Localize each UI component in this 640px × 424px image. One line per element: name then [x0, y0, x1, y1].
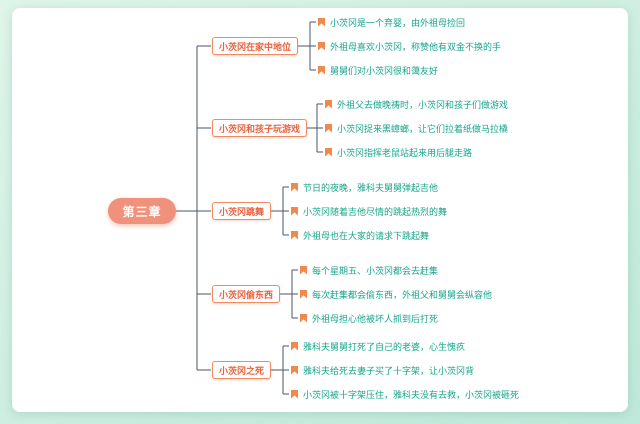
leaf-text: 小茨冈是一个弃婴，由外祖母捡回 [330, 17, 466, 28]
leaf-item[interactable]: 外祖母担心他被坏人抓到后打死 [300, 311, 438, 325]
leaf-item[interactable]: 舅舅们对小茨冈很和蔼友好 [318, 63, 438, 77]
leaf-item[interactable]: 外祖父去做晚祷时，小茨冈和孩子们做游戏 [325, 97, 508, 111]
leaf-text: 雅科夫舅舅打死了自己的老婆，心生愧疚 [303, 341, 466, 352]
topic-label: 小茨冈在家中地位 [218, 41, 291, 52]
leaf-item[interactable]: 外祖母喜欢小茨冈，称赞他有双金不换的手 [318, 39, 501, 53]
leaf-text: 舅舅们对小茨冈很和蔼友好 [330, 65, 439, 76]
leaf-text: 小茨冈指挥老鼠站起来用后腿走路 [337, 147, 473, 158]
leaf-item[interactable]: 小茨冈被十字架压住，雅科夫没有去救，小茨冈被砸死 [291, 387, 519, 401]
leaf-item[interactable]: 小茨冈捉来黑蟑螂，让它们拉着纸做马拉橇 [325, 121, 508, 135]
leaf-item[interactable]: 每次赶集都会偷东西，外祖父和舅舅会纵容他 [300, 287, 492, 301]
topic-node-3[interactable]: 小茨冈跳舞 [212, 202, 271, 220]
topic-node-5[interactable]: 小茨冈之死 [212, 361, 271, 379]
leaf-item[interactable]: 小茨冈指挥老鼠站起来用后腿走路 [325, 145, 472, 159]
tag-icon [300, 289, 307, 299]
topic-node-2[interactable]: 小茨冈和孩子玩游戏 [212, 119, 307, 137]
tag-icon [318, 41, 325, 51]
tag-icon [291, 365, 298, 375]
leaf-item[interactable]: 外祖母也在大家的请求下跳起舞 [291, 228, 429, 242]
leaf-text: 小茨冈随着吉他尽情的跳起热烈的舞 [303, 206, 448, 217]
tag-icon [318, 17, 325, 27]
tag-icon [291, 389, 298, 399]
topic-node-4[interactable]: 小茨冈偷东西 [212, 285, 280, 303]
topic-label: 小茨冈之死 [218, 365, 264, 376]
tag-icon [300, 265, 307, 275]
tag-icon [300, 313, 307, 323]
leaf-text: 雅科夫给死去妻子买了十字架，让小茨冈背 [303, 365, 475, 376]
leaf-text: 外祖母担心他被坏人抓到后打死 [312, 313, 439, 324]
leaf-item[interactable]: 每个星期五、小茨冈都会去赶集 [300, 263, 438, 277]
leaf-item[interactable]: 小茨冈是一个弃婴，由外祖母捡回 [318, 15, 465, 29]
topic-label: 小茨冈偷东西 [218, 289, 273, 300]
leaf-text: 小茨冈捉来黑蟑螂，让它们拉着纸做马拉橇 [337, 123, 509, 134]
central-node[interactable]: 第三章 [108, 198, 176, 224]
tag-icon [291, 341, 298, 351]
leaf-text: 外祖父去做晚祷时，小茨冈和孩子们做游戏 [337, 99, 509, 110]
central-label: 第三章 [122, 204, 162, 219]
tag-icon [325, 99, 332, 109]
leaf-item[interactable]: 雅科夫给死去妻子买了十字架，让小茨冈背 [291, 363, 474, 377]
leaf-text: 节日的夜晚，雅科夫舅舅弹起吉他 [303, 182, 439, 193]
tag-icon [318, 65, 325, 75]
topic-node-1[interactable]: 小茨冈在家中地位 [212, 37, 298, 55]
leaf-item[interactable]: 小茨冈随着吉他尽情的跳起热烈的舞 [291, 204, 447, 218]
leaf-item[interactable]: 节日的夜晚，雅科夫舅舅弹起吉他 [291, 180, 438, 194]
leaf-text: 小茨冈被十字架压住，雅科夫没有去救，小茨冈被砸死 [303, 389, 520, 400]
tag-icon [291, 230, 298, 240]
leaf-text: 外祖母也在大家的请求下跳起舞 [303, 230, 430, 241]
topic-label: 小茨冈和孩子玩游戏 [218, 123, 300, 134]
tag-icon [325, 123, 332, 133]
leaf-item[interactable]: 雅科夫舅舅打死了自己的老婆，心生愧疚 [291, 339, 465, 353]
leaf-text: 每次赶集都会偷东西，外祖父和舅舅会纵容他 [312, 289, 493, 300]
tag-icon [291, 182, 298, 192]
leaf-text: 外祖母喜欢小茨冈，称赞他有双金不换的手 [330, 41, 502, 52]
tag-icon [325, 147, 332, 157]
tag-icon [291, 206, 298, 216]
leaf-text: 每个星期五、小茨冈都会去赶集 [312, 265, 439, 276]
topic-label: 小茨冈跳舞 [218, 206, 264, 217]
